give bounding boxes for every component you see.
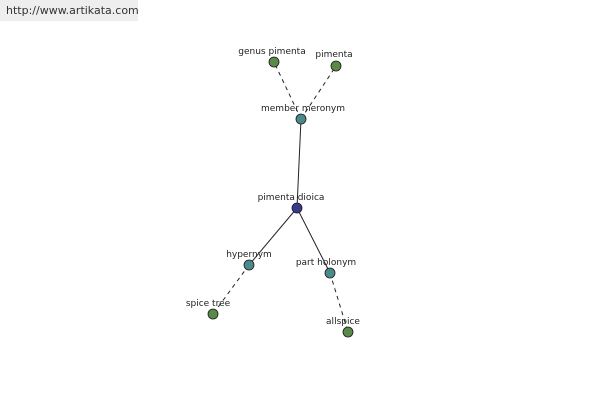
edge-hypernym-spicetree [212, 264, 250, 315]
edges-layer [212, 61, 349, 333]
source-url[interactable]: http://www.artikata.com [6, 4, 139, 17]
edge-center-hypernym [248, 207, 298, 266]
node-label-center: pimenta dioica [258, 193, 325, 203]
edge-member-genus [273, 61, 302, 120]
node-label-partholonym: part holonym [296, 258, 356, 268]
node-label-pimenta: pimenta [315, 50, 352, 60]
node-label-member: member meronym [261, 104, 345, 114]
node-label-hypernym: hypernym [226, 250, 272, 260]
node-pimenta[interactable] [330, 60, 342, 72]
node-member[interactable] [295, 113, 307, 125]
node-hypernym[interactable] [243, 259, 255, 271]
node-center[interactable] [291, 202, 303, 214]
source-url-banner: http://www.artikata.com [0, 0, 139, 21]
labels-layer: pimenta dioica member meronym hypernym part… [186, 47, 361, 327]
node-genus[interactable] [268, 56, 280, 68]
node-label-spicetree: spice tree [186, 299, 231, 309]
node-partholonym[interactable] [324, 267, 336, 279]
node-allspice[interactable] [342, 326, 354, 338]
node-label-allspice: allspice [326, 317, 360, 327]
node-spicetree[interactable] [207, 308, 219, 320]
edge-partholonym-allspice [329, 272, 349, 333]
edge-center-partholonym [296, 207, 331, 274]
node-label-genus: genus pimenta [238, 47, 305, 57]
edge-member-pimenta [300, 65, 337, 120]
nodes-layer [207, 56, 354, 338]
edge-center-member [296, 118, 302, 209]
